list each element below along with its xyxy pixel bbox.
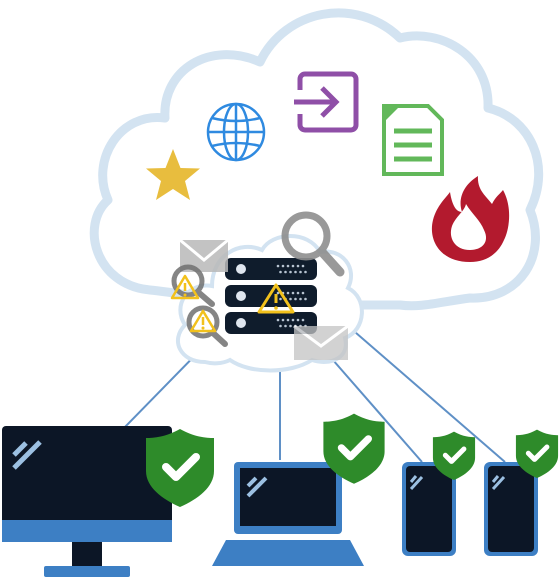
mail-icon [293,324,349,360]
server-vent-dot [289,297,292,301]
server-vent-dot [299,297,302,301]
server-led [236,264,246,274]
star-icon [146,149,200,200]
globe-icon [206,102,266,162]
server-vent-dot [291,291,295,295]
desktop-icon [2,426,172,577]
server-led [236,291,246,301]
server-led [236,318,246,328]
phone-icon [402,462,456,556]
server-vent-dot [304,270,307,274]
server-vent-dot [294,270,297,274]
server-vent-dot [301,318,305,322]
warning-icon [189,309,217,333]
server-vent-dot [299,270,302,274]
warning-icon [170,274,200,300]
server-vent-dot [296,264,300,268]
server-vent-dot [281,264,285,268]
server-vent-dot [284,270,287,274]
magnifier-icon [281,211,345,277]
server-rack-icon [225,258,317,334]
server-vent-dot [291,264,295,268]
server-vent-dot [276,291,280,295]
server-vent-dot [286,318,290,322]
server-vent-dot [284,324,287,328]
warning-icon [257,283,295,314]
server-vent-dot [296,291,300,295]
document-icon [382,104,444,176]
server-unit [225,258,317,280]
server-vent-dot [286,264,290,268]
fire-icon [431,176,510,262]
server-vent-dot [276,264,280,268]
magnifier-icon [171,264,215,307]
server-vent-dot [294,297,297,301]
server-vent-dot [291,318,295,322]
server-vent-dot [286,291,290,295]
cloud [89,8,544,311]
phone-icon [484,462,538,556]
server-vent-dot [301,264,305,268]
server-vent-dot [304,297,307,301]
server-vent-dot [276,318,280,322]
magnifier-icon [186,305,228,347]
server-vent-dot [281,318,285,322]
server-vent-dot [301,291,305,295]
server-vent-dot [279,324,282,328]
laptop-icon [212,462,364,566]
server-vent-dot [289,270,292,274]
server-vent-dot [289,324,292,328]
server-vent-dot [296,318,300,322]
server-unit [225,285,317,307]
server-vent-dot [279,270,282,274]
server-vent-dot [279,297,282,301]
sign-in-icon [292,71,359,133]
